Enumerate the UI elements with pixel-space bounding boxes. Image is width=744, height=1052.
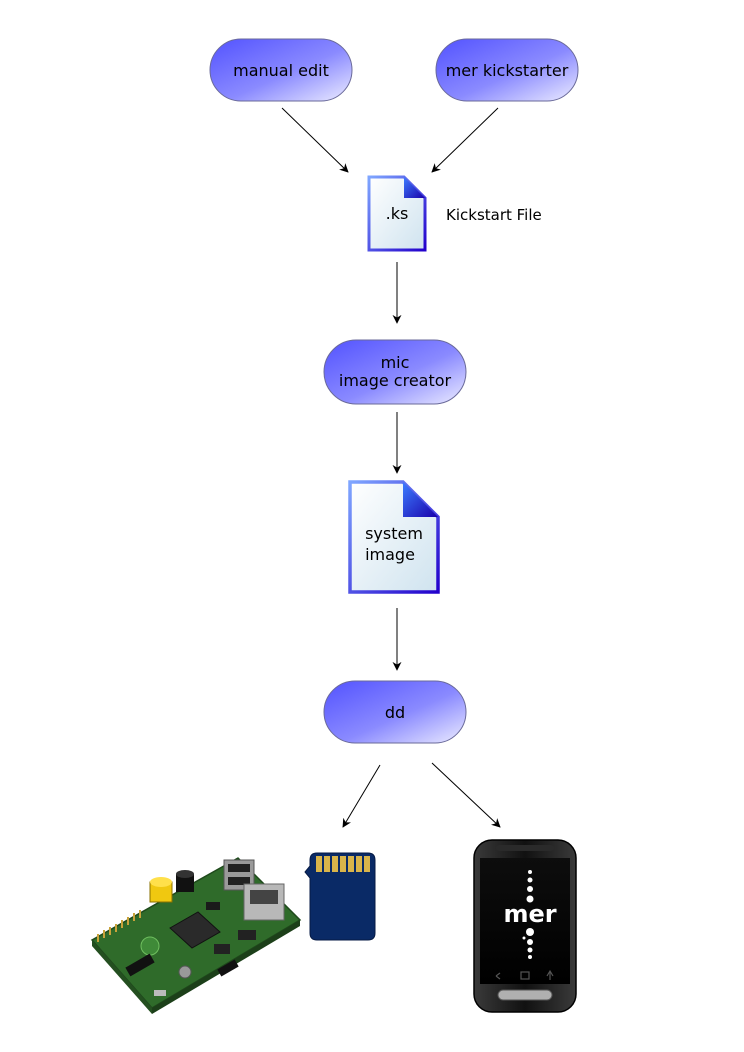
node-mic-line2: image creator	[339, 371, 452, 390]
node-system-image-line2: image	[365, 545, 415, 564]
node-mic-image-creator: mic image creator	[323, 339, 467, 405]
arrow-kickstarter-to-ks	[431, 107, 499, 173]
kickstart-file-caption: Kickstart File	[446, 206, 542, 224]
arrow-dd-to-phone	[431, 762, 501, 828]
arrow-dd-to-sd	[342, 764, 381, 828]
node-kickstart-file: .ks	[367, 175, 427, 252]
node-dd-label: dd	[385, 703, 405, 722]
node-mer-kickstarter: mer kickstarter	[435, 38, 579, 102]
node-system-image: system image	[348, 480, 440, 594]
phone-image: mer	[473, 839, 577, 1013]
node-kickstart-file-label: .ks	[386, 204, 409, 223]
mer-logo-text: mer	[503, 900, 556, 928]
raspberry-pi-board-image	[90, 857, 302, 1014]
node-dd: dd	[323, 680, 467, 744]
edges	[281, 107, 501, 828]
node-mic-line1: mic	[381, 353, 410, 372]
node-system-image-line1: system	[365, 524, 423, 543]
mer-logo: mer	[503, 870, 557, 959]
sd-card-image	[304, 852, 376, 941]
arrow-manual-to-ks	[281, 107, 349, 173]
node-manual-edit: manual edit	[209, 38, 353, 102]
node-mer-kickstarter-label: mer kickstarter	[446, 61, 569, 80]
node-manual-edit-label: manual edit	[233, 61, 329, 80]
